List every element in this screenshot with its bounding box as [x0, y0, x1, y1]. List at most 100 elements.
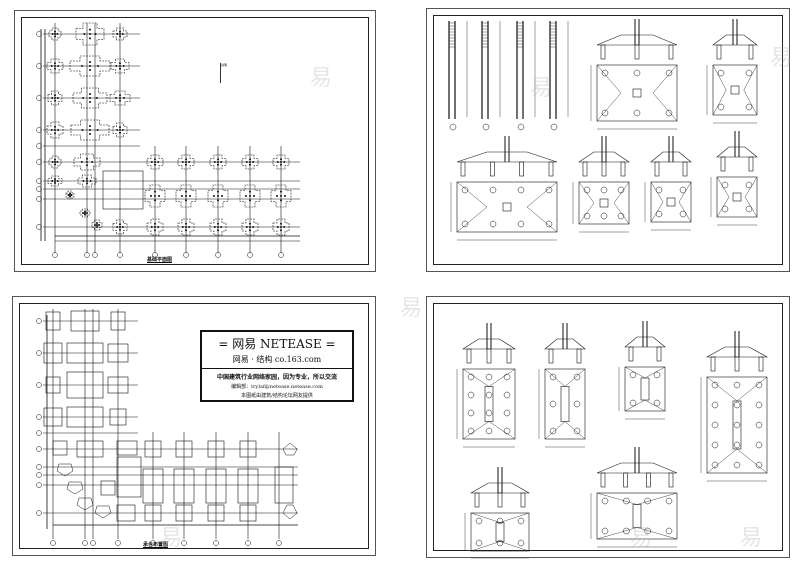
pile-dot	[54, 132, 56, 135]
pile-cap	[274, 466, 294, 504]
pile-cap-outline	[47, 175, 63, 187]
triangle-cap	[66, 481, 84, 495]
pile-cap-outline	[177, 154, 195, 170]
pile-circle	[745, 181, 753, 189]
pile-dot	[213, 226, 216, 228]
cap-slope-line	[712, 64, 727, 91]
sheet-border	[433, 15, 783, 265]
pile-dot	[69, 192, 71, 195]
pile-dot	[276, 226, 279, 228]
pile-dot	[249, 229, 251, 232]
pile-cap	[239, 504, 257, 522]
pile-circle	[573, 427, 581, 435]
cap-elevation	[596, 462, 678, 474]
pile-dot	[249, 158, 251, 161]
pile-dot	[252, 226, 255, 228]
column-section	[632, 504, 642, 528]
pile-dot	[121, 226, 124, 228]
pile-circle	[653, 371, 661, 379]
pile-circle	[601, 69, 609, 77]
pile-dot	[119, 65, 121, 67]
section-marker	[482, 123, 490, 131]
cap-elevation	[544, 338, 586, 350]
pile-circle	[503, 373, 511, 381]
pile-circle	[655, 186, 663, 194]
pile-circle	[745, 69, 753, 77]
pile-dot	[185, 222, 187, 225]
axis-bubble	[36, 318, 42, 324]
cap-elevation	[712, 34, 758, 46]
pile-cap	[45, 376, 61, 394]
watermark: 易	[400, 296, 423, 321]
pile-cap	[107, 376, 129, 394]
pile-circle	[711, 381, 719, 389]
pile-circle	[545, 220, 553, 228]
pile-circle	[467, 391, 475, 399]
pile-elevation	[576, 348, 582, 364]
pile-dot	[119, 30, 121, 33]
pile-circle	[485, 427, 493, 435]
cap-slope-line	[596, 492, 638, 505]
title-block-brand: = 网易 NETEASE =	[218, 337, 336, 351]
pile-dot	[121, 33, 124, 35]
pile-dot	[119, 99, 121, 102]
pile-dot	[51, 97, 54, 99]
cap-slope-line	[462, 421, 490, 440]
pile-elevation	[460, 161, 466, 177]
pile-dot	[119, 33, 121, 35]
pile-circle	[721, 205, 729, 213]
pile-dot	[217, 190, 219, 193]
cap-plan	[596, 492, 678, 540]
pile-cap	[107, 343, 129, 363]
axis-bubble	[213, 540, 219, 546]
pile-circle	[517, 517, 525, 525]
pile-dot	[54, 182, 56, 184]
column-section	[495, 522, 505, 542]
pile-dot	[181, 195, 183, 197]
pile-dot	[253, 195, 255, 197]
pile-cap-outline	[110, 58, 130, 74]
pile-dot	[217, 158, 219, 161]
axis-bubble	[36, 63, 42, 69]
pile-circle	[633, 69, 641, 77]
pile-elevation	[716, 44, 722, 60]
axis-bubble	[117, 252, 123, 258]
pile-elevation	[582, 161, 588, 177]
pile-dot	[249, 163, 251, 166]
pile-cap-outline	[46, 58, 64, 74]
triangle-cap	[94, 505, 112, 519]
axis-bubble	[36, 350, 42, 356]
pile-dot	[249, 199, 251, 202]
cap-slope-line	[744, 176, 758, 198]
pile-circle	[485, 409, 493, 417]
pile-dot	[245, 226, 248, 228]
cap-plan	[712, 64, 758, 116]
pile-elevation	[519, 161, 524, 177]
cap-slope-line	[488, 368, 516, 387]
pile-cap	[70, 310, 100, 332]
pile-dot	[185, 158, 187, 161]
pile-dot	[51, 180, 54, 182]
pile-elevation	[474, 492, 480, 508]
pile-circle	[545, 186, 553, 194]
pile-dot	[116, 33, 119, 35]
pile-elevation	[748, 156, 754, 172]
cap-slope-line	[499, 512, 530, 523]
pile-circle	[755, 401, 763, 409]
pile-dot	[89, 101, 91, 103]
sheet-border	[433, 303, 783, 551]
pile-dot	[82, 180, 85, 182]
cap-slope-line	[526, 206, 558, 233]
pile-cap-details-drawing	[448, 19, 758, 241]
pile-circle	[461, 186, 469, 194]
pile-dot	[252, 161, 255, 163]
pile-dot	[56, 33, 59, 35]
pile-circle	[461, 220, 469, 228]
pile-circle	[755, 441, 763, 449]
pile-circle	[745, 103, 753, 111]
pile-cap-outline	[102, 170, 144, 210]
axis-bubble	[52, 252, 58, 258]
pile-dot	[217, 161, 219, 163]
section-marker	[517, 123, 525, 131]
pile-dot	[56, 180, 59, 182]
